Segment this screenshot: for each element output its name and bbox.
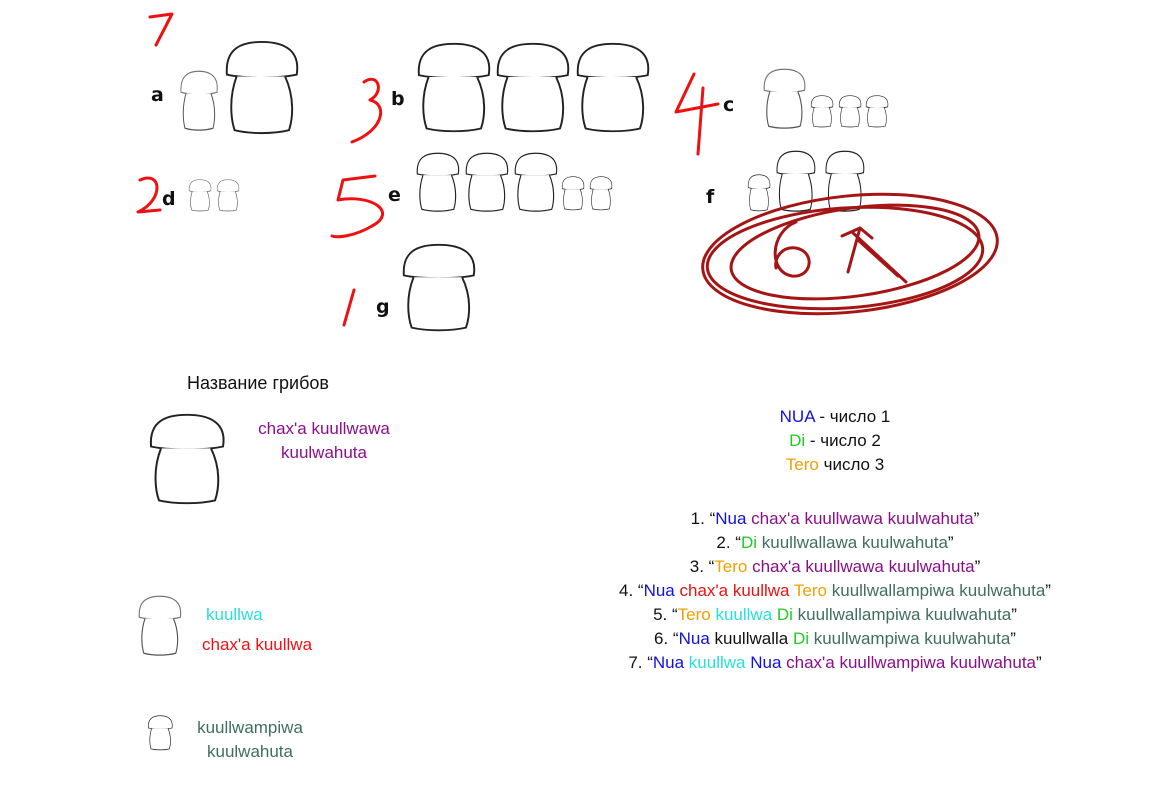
legend-small-mushroom xyxy=(138,595,182,656)
group-label-f: f xyxy=(706,186,715,208)
sentence-fragment: Nua xyxy=(652,653,685,672)
pen-arrow xyxy=(840,226,908,284)
sentence-fragment: Di xyxy=(740,533,758,552)
sentence-fragment: ” xyxy=(1045,581,1051,600)
sentence-1: 1. “Nua chax'a kuullwawa kuulwahuta” xyxy=(560,507,1110,531)
pen-three-b xyxy=(350,77,382,144)
number-two: Di - число 2 xyxy=(789,431,881,450)
group-label-e: e xyxy=(388,184,401,206)
legend-big-name: chax'a kuullwawa kuulwahuta xyxy=(258,419,390,462)
sentence-fragment: ” xyxy=(974,557,981,576)
sentence-fragment: chax'a kuullwampiwa kuulwahuta xyxy=(781,653,1037,672)
number-three: Tero число 3 xyxy=(785,455,885,474)
sentence-fragment: kuullwampiwa kuulwahuta xyxy=(809,629,1011,648)
pen-seven-a xyxy=(148,12,174,47)
small-mushroom xyxy=(763,68,806,129)
legend-tiny-name: kuullwampiwa kuulwahuta xyxy=(197,718,303,761)
sentence-fragment: ” xyxy=(1036,653,1042,672)
small-mushroom xyxy=(514,152,558,212)
sentence-5: 5. “Tero kuullwa Di kuullwallampiwa kuul… xyxy=(560,603,1110,627)
sentence-fragment: kuullwallampiwa kuulwahuta xyxy=(792,605,1012,624)
small-mushroom xyxy=(416,152,460,212)
sentence-fragment: ” xyxy=(1010,629,1016,648)
group-e-mushrooms xyxy=(416,152,613,212)
number-legend: NUA - число 1 Di - число 2 Tero число 3 xyxy=(700,405,970,477)
sentence-7: 7. “Nua kuullwa Nua chax'a kuullwampiwa … xyxy=(560,651,1110,675)
sentence-fragment: chax'a kuullwa xyxy=(674,581,790,600)
group-label-b: b xyxy=(391,88,405,110)
small-mushroom xyxy=(465,152,509,212)
pen-two-d xyxy=(136,176,162,214)
tiny-mushroom xyxy=(561,176,585,211)
tiny-mushroom xyxy=(589,176,613,211)
sentence-fragment: chax'a kuullwawa kuulwahuta xyxy=(747,557,975,576)
sentence-fragment: 7. “ xyxy=(628,653,653,672)
tiny-mushroom xyxy=(747,174,771,212)
number-one: NUA - число 1 xyxy=(779,407,891,426)
sentence-fragment: ” xyxy=(947,533,954,552)
big-mushroom xyxy=(402,243,476,332)
sentence-fragment: 1. “ xyxy=(690,509,716,528)
tiny-mushroom xyxy=(188,179,212,212)
tiny-mushroom xyxy=(838,95,862,128)
legend-tiny-mushroom xyxy=(147,715,173,751)
group-c-mushrooms xyxy=(763,68,889,129)
sentence-fragment: Nua xyxy=(745,653,782,672)
sentence-fragment: ” xyxy=(973,509,980,528)
sentence-fragment: 4. “ xyxy=(619,581,644,600)
legend-small-name-b: chax'a kuullwa xyxy=(202,635,313,654)
sentence-fragment: Nua xyxy=(643,581,675,600)
group-label-c: c xyxy=(723,94,735,116)
pen-one-g xyxy=(342,288,356,327)
sentence-fragment: kuullwa xyxy=(710,605,773,624)
big-mushroom xyxy=(225,40,299,135)
small-mushroom xyxy=(825,150,865,212)
pen-marks xyxy=(136,12,720,327)
sentence-fragment: Tero xyxy=(789,581,828,600)
sentence-fragment: 5. “ xyxy=(653,605,678,624)
group-b-mushrooms xyxy=(417,42,650,133)
legend-small-name-a: kuullwa xyxy=(206,605,263,624)
sentence-fragment: kuullwalla xyxy=(709,629,789,648)
big-mushroom xyxy=(576,42,650,133)
sentence-fragment: Nua xyxy=(678,629,710,648)
sentence-fragment: 3. “ xyxy=(689,557,715,576)
sentence-fragment: 6. “ xyxy=(654,629,679,648)
group-label-d: d xyxy=(162,188,176,210)
legend-big-mushroom xyxy=(149,413,225,505)
sentence-fragment: Tero xyxy=(714,557,748,576)
sentence-fragment: ” xyxy=(1011,605,1017,624)
sentence-fragment: kuullwallawa kuulwahuta xyxy=(757,533,948,552)
sentence-list: 1. “Nua chax'a kuullwawa kuulwahuta”2. “… xyxy=(560,507,1110,675)
sentence-fragment: Tero xyxy=(677,605,711,624)
sentence-2: 2. “Di kuullwallawa kuulwahuta” xyxy=(560,531,1110,555)
sentence-fragment: kuullwa xyxy=(684,653,746,672)
pen-six xyxy=(773,220,811,278)
pen-five-e xyxy=(330,174,385,239)
group-label-g: g xyxy=(376,296,390,318)
sentence-fragment: Di xyxy=(772,605,793,624)
sentence-fragment: chax'a kuullwawa kuulwahuta xyxy=(746,509,974,528)
group-a-mushrooms xyxy=(180,40,299,135)
tiny-mushroom xyxy=(865,95,889,128)
sentence-fragment: 2. “ xyxy=(716,533,741,552)
sentence-fragment: kuullwallampiwa kuulwahuta xyxy=(827,581,1046,600)
sentence-3: 3. “Tero chax'a kuullwawa kuulwahuta” xyxy=(560,555,1110,579)
sentence-fragment: Nua xyxy=(715,509,747,528)
big-mushroom xyxy=(417,42,491,133)
legend-title: Название грибов xyxy=(187,373,329,393)
small-mushroom xyxy=(180,70,218,131)
sentence-fragment: Di xyxy=(788,629,809,648)
tiny-mushroom xyxy=(810,95,834,128)
tiny-mushroom xyxy=(216,179,240,212)
sentence-6: 6. “Nua kuullwalla Di kuullwampiwa kuulw… xyxy=(560,627,1110,651)
pen-four-c xyxy=(674,72,720,156)
group-d-mushrooms xyxy=(188,179,240,212)
sentence-4: 4. “Nua chax'a kuullwa Tero kuullwallamp… xyxy=(560,579,1110,603)
big-mushroom xyxy=(496,42,570,133)
circled-six-f xyxy=(701,192,999,316)
group-label-a: a xyxy=(151,84,164,106)
group-g-mushrooms xyxy=(402,243,476,332)
